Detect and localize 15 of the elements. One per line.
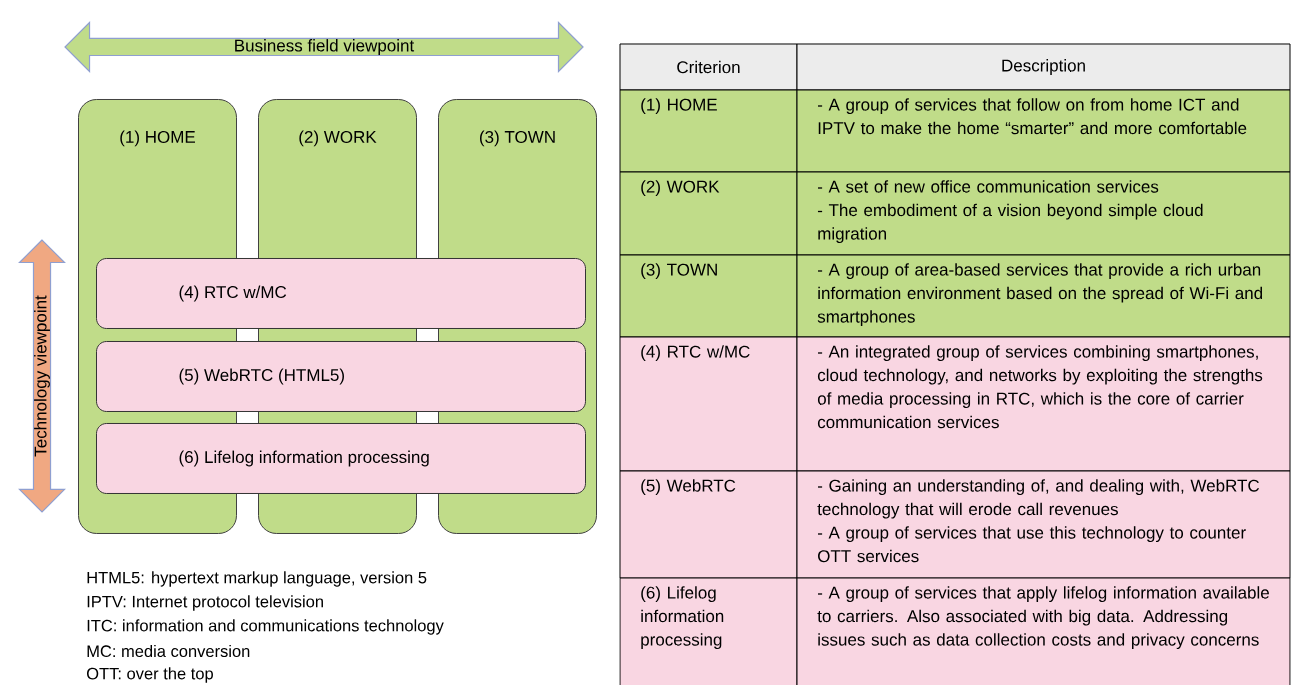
table-cell: (2) WORK bbox=[619, 171, 798, 256]
table-cell: Criterion bbox=[619, 43, 798, 91]
table-cell: (4) RTC w/MC bbox=[619, 336, 798, 472]
table-cell: (3) TOWN bbox=[619, 254, 798, 338]
band-box: (4) RTC w/MC bbox=[96, 258, 586, 329]
abbreviation-note: IPTV: Internet protocol television bbox=[87, 595, 323, 611]
abbreviation-note: MC: media conversion bbox=[87, 644, 250, 658]
table-cell: (1) HOME bbox=[619, 89, 798, 173]
table-cell: (6) Lifelog information processing bbox=[619, 577, 798, 685]
abbreviation-note: ITC: information and communications technology bbox=[87, 619, 444, 635]
band-box: (6) Lifelog information processing bbox=[96, 423, 586, 494]
table-cell: (5) WebRTC bbox=[619, 470, 798, 579]
abbreviation-note: OTT: over the top bbox=[87, 667, 213, 683]
band-box: (5) WebRTC (HTML5) bbox=[96, 341, 586, 412]
abbreviation-note: HTML5: hypertext markup language, version 5 bbox=[87, 571, 427, 587]
